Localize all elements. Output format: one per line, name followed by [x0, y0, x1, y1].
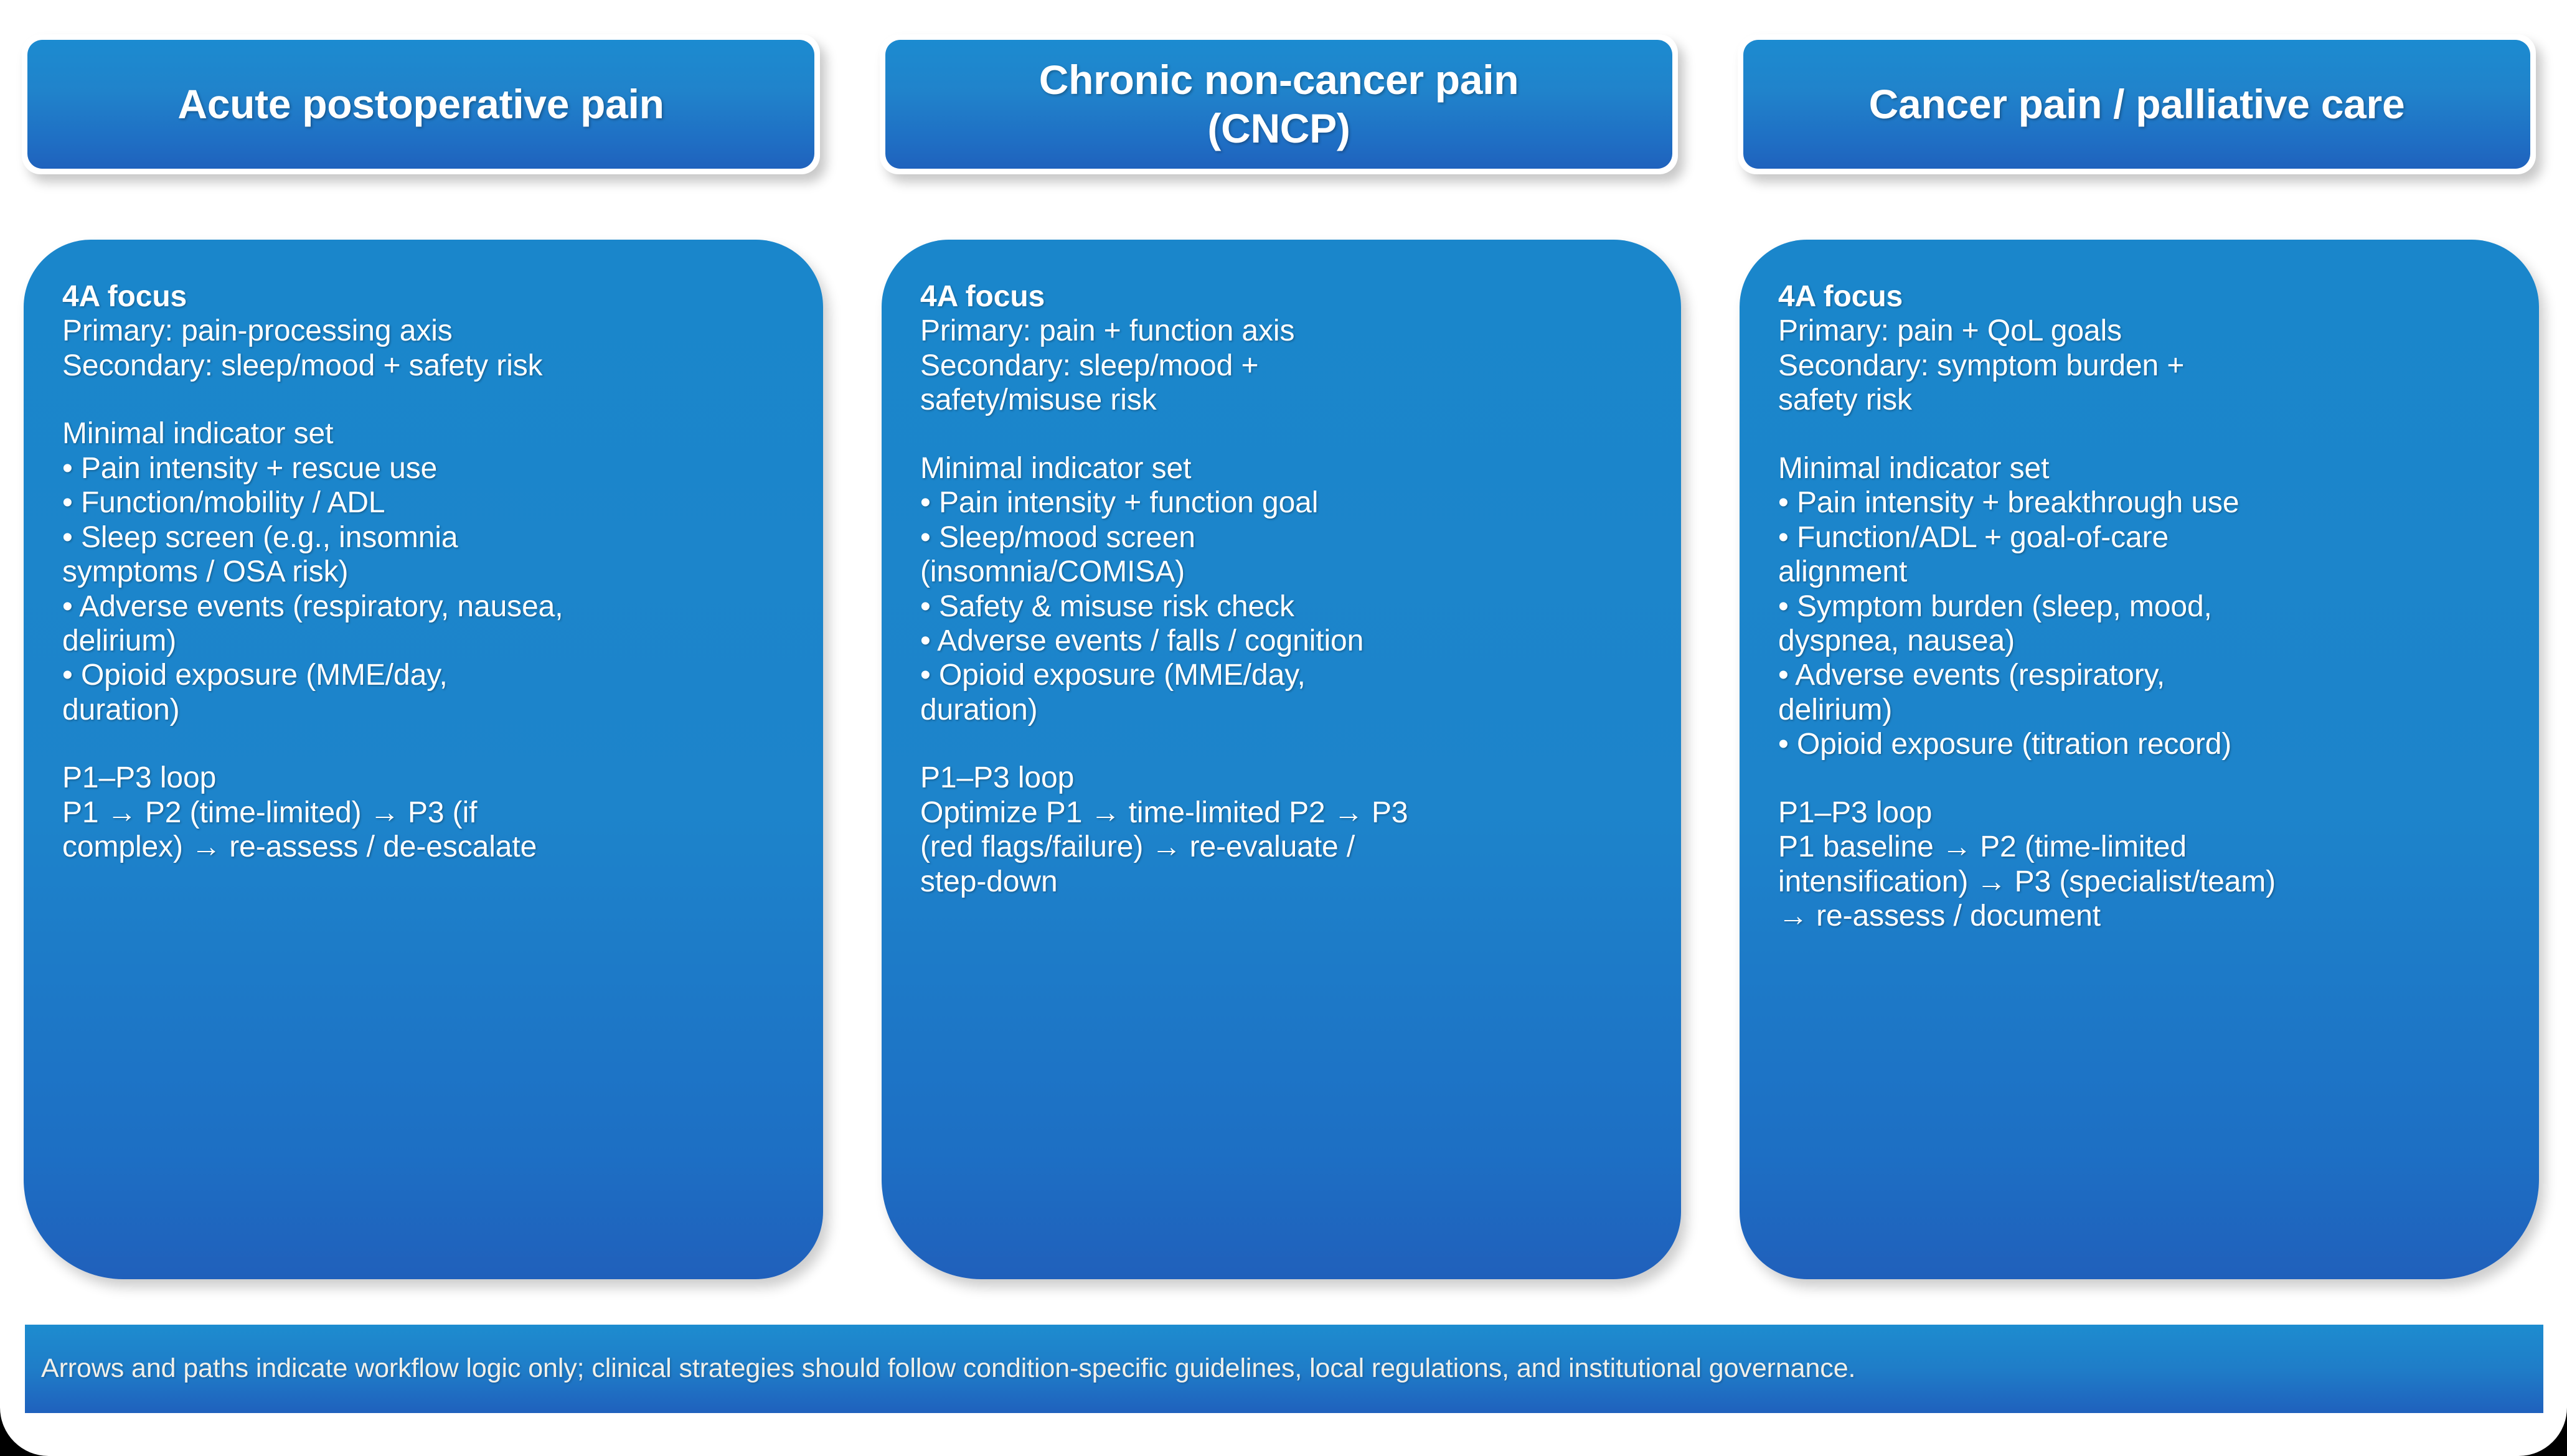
header-title-2: Chronic non-cancer pain (CNCP)	[1039, 56, 1519, 151]
indicator-line: delirium)	[1778, 693, 1893, 726]
focus-line: Secondary: sleep/mood + safety risk	[62, 349, 543, 382]
indicator-line: • Opioid exposure (MME/day,	[62, 659, 448, 692]
indicator-line: • Safety & misuse risk check	[920, 589, 1294, 623]
focus-line: Primary: pain-processing axis	[62, 314, 453, 348]
spacer	[62, 727, 787, 761]
indicator-line: alignment	[1778, 555, 1908, 589]
loop-heading-3: P1–P3 loop	[1778, 796, 1933, 829]
footer-note-text: Arrows and paths indicate workflow logic…	[41, 1353, 1856, 1384]
spacer	[62, 383, 787, 416]
body-card-3[interactable]: 4A focus Primary: pain + QoL goals Secon…	[1740, 240, 2539, 1279]
indicator-line: • Function/mobility / ADL	[62, 486, 385, 520]
indicator-line: • Pain intensity + rescue use	[62, 451, 438, 485]
focus-line: Primary: pain + function axis	[920, 314, 1295, 348]
loop-block-1: P1–P3 loop P1 → P2 (time-limited) → P3 (…	[62, 761, 787, 864]
indicator-line: • Adverse events / falls / cognition	[920, 624, 1364, 657]
header-title-3: Cancer pain / palliative care	[1868, 80, 2405, 127]
focus-line: safety risk	[1778, 383, 1912, 417]
spacer	[920, 727, 1645, 761]
indicator-line: • Opioid exposure (titration record)	[1778, 728, 2232, 761]
focus-line: Primary: pain + QoL goals	[1778, 314, 2122, 348]
focus-block-2: 4A focus Primary: pain + function axis S…	[920, 279, 1645, 418]
focus-line: Secondary: sleep/mood +	[920, 349, 1259, 382]
indicator-line: symptoms / OSA risk)	[62, 555, 349, 589]
column-cancer-pain-palliative-care: Cancer pain / palliative care 4A focus P…	[1736, 0, 2539, 1282]
focus-heading-1: 4A focus	[62, 280, 187, 313]
loop-line: → re-assess / document	[1778, 899, 2101, 932]
header-card-3[interactable]: Cancer pain / palliative care	[1738, 34, 2536, 174]
indicator-heading-3: Minimal indicator set	[1778, 451, 2050, 485]
loop-line: Optimize P1 → time-limited P2 → P3	[920, 796, 1408, 829]
footer-disclaimer-band: Arrows and paths indicate workflow logic…	[25, 1325, 2543, 1413]
focus-heading-3: 4A focus	[1778, 280, 1903, 313]
indicator-line: duration)	[62, 693, 180, 726]
loop-line: P1 baseline → P2 (time-limited	[1778, 830, 2187, 864]
body-card-1[interactable]: 4A focus Primary: pain-processing axis S…	[24, 240, 823, 1279]
loop-block-2: P1–P3 loop Optimize P1 → time-limited P2…	[920, 761, 1645, 899]
loop-line: P1 → P2 (time-limited) → P3 (if	[62, 796, 478, 829]
indicator-line: (insomnia/COMISA)	[920, 555, 1185, 589]
loop-heading-1: P1–P3 loop	[62, 761, 217, 795]
indicator-line: • Adverse events (respiratory, nausea,	[62, 589, 563, 623]
spacer	[1778, 762, 2503, 796]
indicator-line: • Sleep/mood screen	[920, 520, 1195, 554]
focus-heading-2: 4A focus	[920, 280, 1045, 313]
indicator-line: • Adverse events (respiratory,	[1778, 659, 2165, 692]
indicator-block-1: Minimal indicator set • Pain intensity +…	[62, 416, 787, 727]
header-card-1[interactable]: Acute postoperative pain	[22, 34, 820, 174]
loop-line: complex) → re-assess / de-escalate	[62, 830, 537, 864]
header-card-3-inner: Cancer pain / palliative care	[1743, 40, 2530, 169]
column-chronic-non-cancer-pain: Chronic non-cancer pain (CNCP) 4A focus …	[878, 0, 1681, 1282]
header-title-1: Acute postoperative pain	[177, 80, 664, 127]
indicator-line: • Sleep screen (e.g., insomnia	[62, 520, 458, 554]
focus-line: safety/misuse risk	[920, 383, 1157, 417]
loop-line: step-down	[920, 865, 1058, 898]
header-card-1-inner: Acute postoperative pain	[27, 40, 814, 169]
indicator-line: • Pain intensity + breakthrough use	[1778, 486, 2240, 520]
indicator-block-2: Minimal indicator set • Pain intensity +…	[920, 451, 1645, 728]
indicator-heading-1: Minimal indicator set	[62, 417, 334, 451]
indicator-block-3: Minimal indicator set • Pain intensity +…	[1778, 451, 2503, 762]
column-acute-postoperative-pain: Acute postoperative pain 4A focus Primar…	[20, 0, 823, 1282]
indicator-line: • Function/ADL + goal-of-care	[1778, 520, 2169, 554]
body-card-2[interactable]: 4A focus Primary: pain + function axis S…	[882, 240, 1681, 1279]
indicator-line: • Opioid exposure (MME/day,	[920, 659, 1306, 692]
focus-block-3: 4A focus Primary: pain + QoL goals Secon…	[1778, 279, 2503, 418]
focus-line: Secondary: symptom burden +	[1778, 349, 2185, 382]
header-card-2[interactable]: Chronic non-cancer pain (CNCP)	[880, 34, 1678, 174]
loop-line: intensification) → P3 (specialist/team)	[1778, 865, 2276, 898]
loop-block-3: P1–P3 loop P1 baseline → P2 (time-limite…	[1778, 796, 2503, 934]
indicator-line: • Pain intensity + function goal	[920, 486, 1319, 520]
loop-heading-2: P1–P3 loop	[920, 761, 1075, 795]
loop-line: (red flags/failure) → re-evaluate /	[920, 830, 1355, 864]
indicator-line: • Symptom burden (sleep, mood,	[1778, 589, 2212, 623]
indicator-heading-2: Minimal indicator set	[920, 451, 1192, 485]
indicator-line: duration)	[920, 693, 1038, 726]
header-card-2-inner: Chronic non-cancer pain (CNCP)	[885, 40, 1672, 169]
indicator-line: dyspnea, nausea)	[1778, 624, 2015, 657]
spacer	[920, 418, 1645, 451]
spacer	[1778, 418, 2503, 451]
indicator-line: delirium)	[62, 624, 177, 657]
focus-block-1: 4A focus Primary: pain-processing axis S…	[62, 279, 787, 383]
